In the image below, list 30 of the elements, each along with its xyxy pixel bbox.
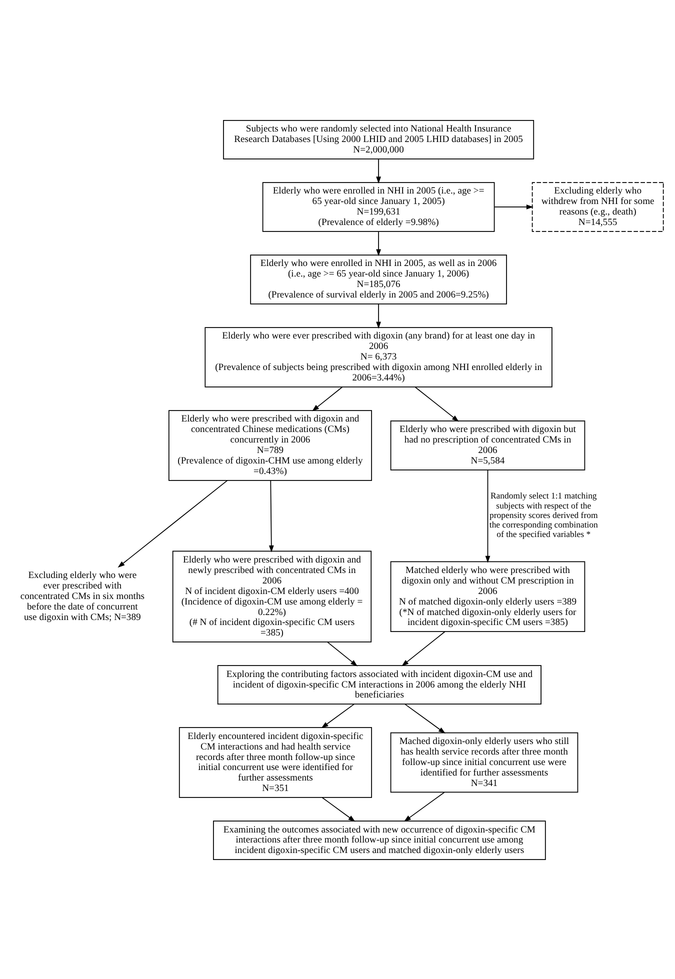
arrow xyxy=(485,469,490,562)
node-box: Elderly who were prescribed with digoxin and newly prescribed with concentrated CMs in 2006 N of incident digoxin-CM elderly users =400 (Incidence of digoxin-CM use among elderly = 0.22%) (# N of incident digoxin-specific CM users =385) xyxy=(172,550,372,642)
node-box: Mached digoxin-only elderly users who still has health service records after three month follow-up since initial concurrent use were identified for further assessments N=341 xyxy=(390,732,578,792)
arrow xyxy=(404,791,445,822)
node-box: Examining the outcomes associated with new occurrence of digoxin-specific CM interactions after three month follow-up since initial concurrent use among incident digoxin-specific CM users and matched digoxin-only elderly users xyxy=(213,820,546,860)
node-box: Elderly who were enrolled in NHI in 2005 (i.e., age >= 65 year-old since January 1, 2005) N=199,631 (Prevalence of elderly =9.98%) xyxy=(262,182,495,232)
arrow xyxy=(321,703,355,728)
arrow xyxy=(402,630,446,666)
node-text: Excluding elderly who were ever prescribed with concentrated CMs in six months before the date of concurrent use digoxin with CMs; N=389 xyxy=(20,570,145,622)
node-box: Subjects who were randomly selected into National Health Insurance Research Databases [Using 2000 LHID and 2005 LHID databases] in 2005 N=2,000,000 xyxy=(223,120,534,159)
arrow xyxy=(404,703,446,734)
arrow xyxy=(312,386,343,411)
arrow xyxy=(376,230,381,256)
node-box: Elderly who were enrolled in NHI in 2005, as well as in 2006 (i.e., age >= 65 year-old since January 1, 2006) N=185,076 (Prevalence of survival elderly in 2005 and 2006=9.25%) xyxy=(250,254,507,304)
node-box: Matched elderly who were prescribed with digoxin only and without CM prescription in 2006 N of matched digoxin-only elderly users =389 (*N of matched digoxin-only elderly users for incident digoxin-specific CM users =385) xyxy=(390,560,586,632)
arrow xyxy=(327,641,358,666)
node-box: Elderly who were prescribed with digoxin and concentrated Chinese medications (CMs) concurrently in 2006 N=789 (Prevalence of digoxin-CHM use among elderly =0.43%) xyxy=(168,410,372,480)
node-box: Elderly encountered incident digoxin-specific CM interactions and had health service records after three month follow-up since initial concurrent use were identified for further assessments N=351 xyxy=(178,726,372,798)
edge-label: Randomly select 1:1 matching subjects with respect of the propensity scores derived from the corresponding combination of the specified variables * xyxy=(489,490,598,539)
node-box: Elderly who were prescribed with digoxin but had no prescription of concentrated CMs in 2006 N=5,584 xyxy=(390,420,586,470)
node-box: Excluding elderly who withdrew from NHI for some reasons (e.g., death) N=14,555 xyxy=(532,182,664,232)
arrow xyxy=(414,386,459,422)
node-box: Elderly who were ever prescribed with digoxin (any brand) for at least one day in 2006 N= 6,373 (Prevalence of subjects being prescribed with digoxin among NHI enrolled elderly in 2006=3.44%) xyxy=(204,326,552,387)
arrow xyxy=(268,480,274,552)
arrow xyxy=(322,796,356,822)
arrow xyxy=(118,479,228,568)
arrow xyxy=(376,158,381,184)
arrow xyxy=(376,303,381,328)
node-box: Exploring the contributing factors associated with incident digoxin-CM use and incident of digoxin-specific CM interactions in 2006 among the elderly NHI beneficiaries xyxy=(217,664,542,704)
arrow xyxy=(494,204,534,209)
